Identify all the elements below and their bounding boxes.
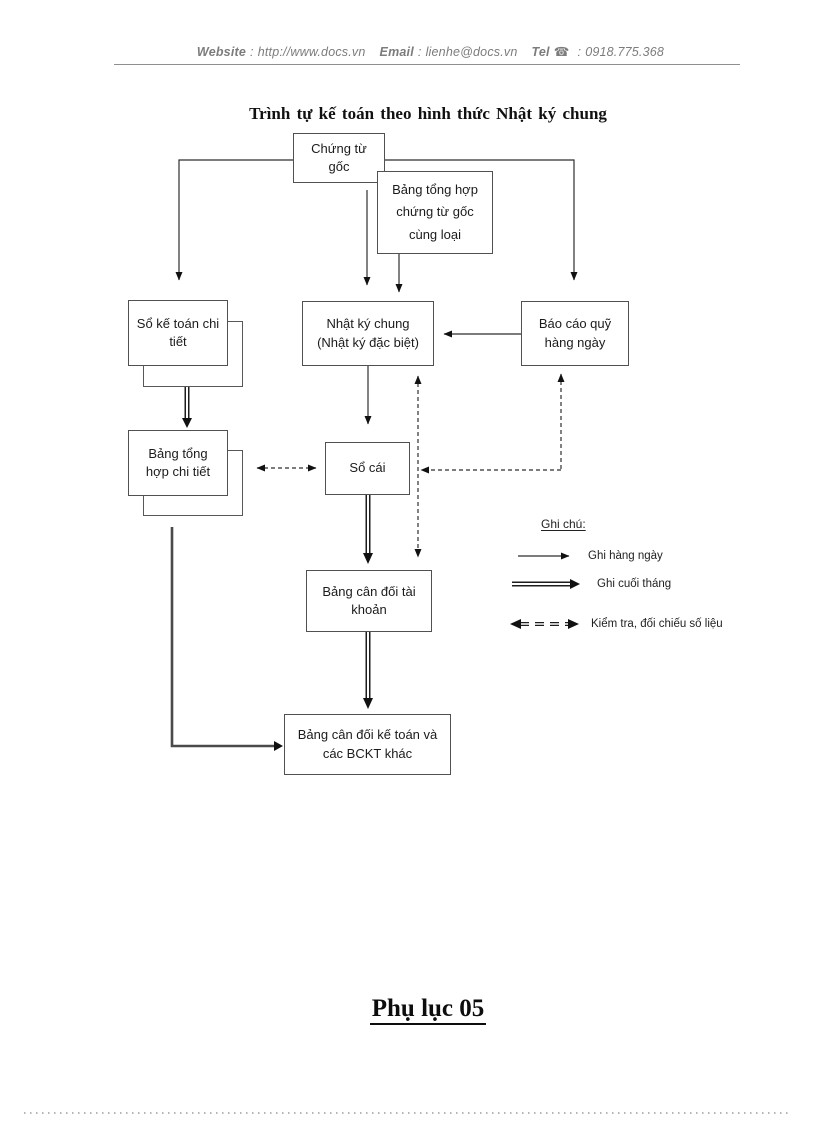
arrowhead (274, 741, 283, 751)
box-nhat-ky-chung: Nhật ký chung (Nhật ký đặc biệt) (302, 301, 434, 366)
box-label: Sổ cái (349, 460, 386, 476)
box-label: khoản (351, 602, 387, 617)
box-label: Sổ kế toán chi (136, 315, 220, 331)
appendix-heading: Phụ lục 05 (40, 995, 816, 1025)
box-label: Bảng tổng (148, 445, 208, 461)
separator: : (417, 45, 422, 59)
phone-icon: ☎ (553, 45, 570, 59)
box-bao-cao-quy: Báo cáo quỹ hàng ngày (521, 301, 629, 366)
box-label: Chứng từ (311, 140, 367, 156)
box-bang-tong-hop-chi-tiet: Bảng tổng hợp chi tiết (128, 430, 228, 496)
footer-dotted-line (24, 1112, 792, 1114)
box-label: cùng loại (408, 226, 462, 242)
website-label: Website (196, 45, 247, 59)
box-bang-tong-hop-chung-tu-goc: Bảng tổng hợp chứng từ gốc cùng loại (377, 171, 493, 254)
box-label: hàng ngày (544, 334, 606, 350)
arrowhead (363, 553, 373, 564)
box-label: Bảng tổng hợp (392, 181, 478, 197)
separator: : (577, 45, 582, 59)
box-label: (Nhật ký đặc biệt) (317, 334, 419, 350)
elbow-bangtonghopchitiet-to-baocaokt (170, 527, 283, 751)
arrowhead (363, 698, 373, 709)
box-label: Bảng cân đối tài (322, 583, 416, 599)
box-label: Báo cáo quỹ (538, 316, 612, 332)
legend-monthly-arrow (512, 579, 580, 589)
separator: : (250, 45, 254, 59)
box-label: gốc (328, 159, 350, 174)
elbow-line (170, 527, 274, 748)
box-bang-can-doi-tai-khoan: Bảng cân đối tài khoản (306, 570, 432, 632)
legend-title: Ghi chú: (541, 517, 586, 531)
double-arrow-soketoan-to-bangtonghop (182, 387, 192, 428)
legend-daily-label: Ghi hàng ngày (588, 550, 663, 562)
double-arrow-bangcandoi-to-baocaokt (363, 632, 373, 709)
box-label: các BCKT khác (322, 745, 413, 761)
box-so-ke-toan-chi-tiet: Sổ kế toán chi tiết (128, 300, 228, 366)
appendix-label: Phụ lục 05 (369, 995, 487, 1025)
box-chung-tu-goc: Chứng từ gốc (293, 133, 385, 183)
arrow-chungtu-to-soketoan (175, 159, 293, 281)
legend-check-label: Kiểm tra, đối chiếu số liệu (591, 618, 723, 630)
arrowhead (182, 418, 192, 428)
tel-value: 0918.775.368 (585, 45, 665, 59)
arrowhead-right (568, 619, 579, 629)
legend-monthly-label: Ghi cuối tháng (597, 578, 672, 590)
diagram-title: Trình tự kế toán theo hình thức Nhật ký … (249, 104, 607, 123)
tel-label: Tel (531, 45, 550, 59)
box-bang-can-doi-ke-toan: Bảng cân đối kế toán và các BCKT khác (284, 714, 451, 775)
box-label: hợp chi tiết (145, 464, 211, 479)
arrowhead-left (510, 619, 521, 629)
header-divider (114, 64, 740, 65)
website-url: http://www.docs.vn (257, 45, 366, 59)
legend-check-arrow (510, 619, 579, 629)
box-so-cai: Sổ cái (325, 442, 410, 495)
box-label: Bảng cân đối kế toán và (297, 727, 438, 743)
double-arrow-socai-to-bangcandoi (363, 495, 373, 564)
box-label: tiết (169, 334, 187, 349)
arrowhead (570, 579, 580, 589)
box-label: chứng từ gốc (396, 204, 474, 220)
email-value: lienhe@docs.vn (425, 45, 518, 59)
box-label: Nhật ký chung (326, 316, 410, 332)
email-label: Email (379, 45, 414, 59)
